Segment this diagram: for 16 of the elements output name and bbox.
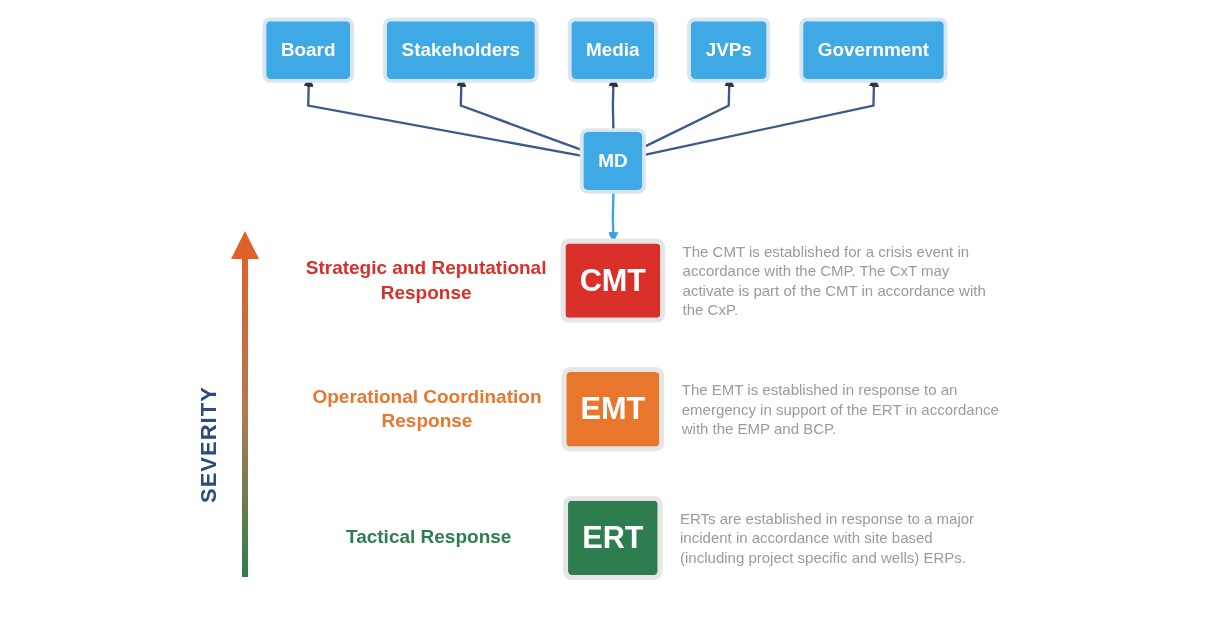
axis-label: SEVERITY [196, 385, 222, 503]
description-text: ERTs are established in response to a major incident in accordance with site based (including project specific and wells) ERPs. [680, 508, 976, 568]
response-level-label: Operational Coordination Response [311, 384, 543, 434]
description-text: The CMT is established for a crisis event in accordance with the CMP. The CxT may activate is part of the CMT in accordance with the CxP. [682, 241, 987, 320]
response-level-label: Strategic and Reputational Response [304, 256, 548, 305]
stakeholder-box: Government [799, 17, 948, 83]
response-level-label: Tactical Response [344, 525, 513, 550]
stakeholder-box: Media [567, 17, 658, 83]
description-text: The EMT is established in response to an emergency in support of the ERT in accordance with the EMP and BCP. [681, 380, 1000, 439]
stakeholder-box: Board [262, 17, 354, 83]
team-box: EMT [561, 367, 665, 452]
team-box: CMT [560, 238, 665, 323]
team-box: ERT [563, 495, 663, 580]
stakeholder-box: MD [579, 128, 646, 194]
stakeholder-box: Stakeholders [383, 17, 539, 83]
stakeholder-box: JVPs [687, 17, 771, 83]
